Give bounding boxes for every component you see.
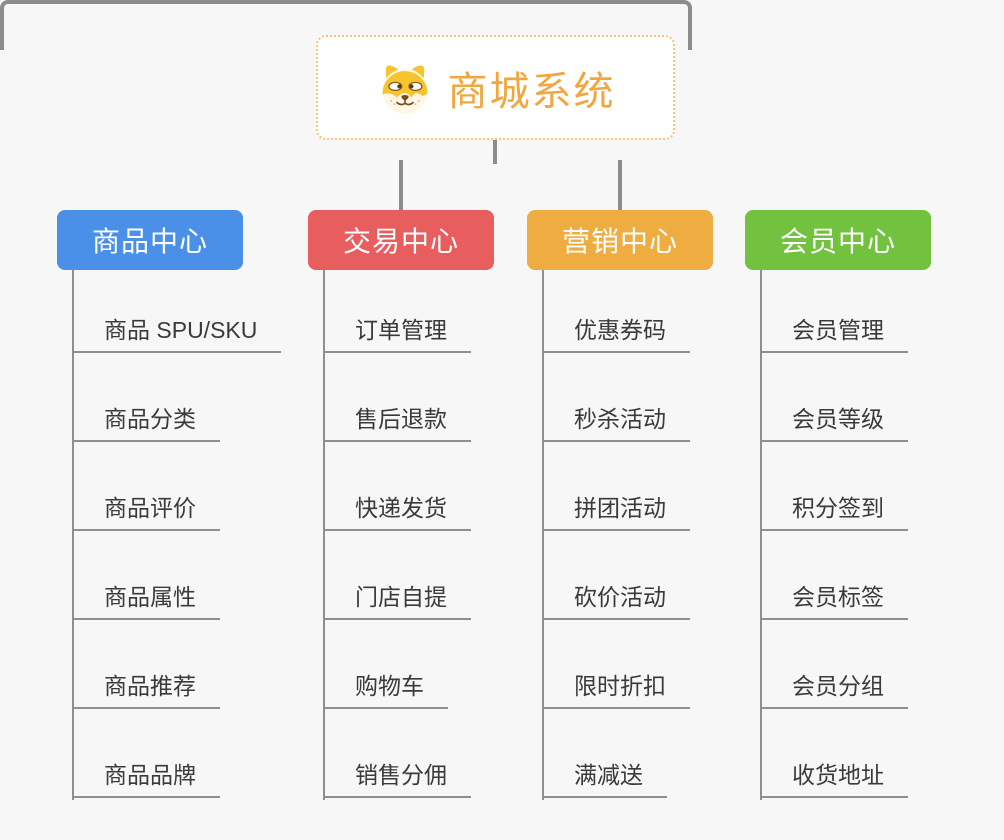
child-node[interactable]: 销售分佣: [323, 757, 471, 798]
child-node[interactable]: 商品品牌: [72, 757, 220, 798]
child-node[interactable]: 会员分组: [760, 668, 908, 709]
child-node[interactable]: 积分签到: [760, 490, 908, 531]
child-node[interactable]: 优惠券码: [542, 312, 690, 353]
child-node[interactable]: 会员管理: [760, 312, 908, 353]
child-node[interactable]: 会员标签: [760, 579, 908, 620]
root-title: 商城系统: [447, 69, 616, 114]
doge-icon: [381, 64, 428, 114]
child-node[interactable]: 订单管理: [323, 312, 471, 353]
child-node[interactable]: 秒杀活动: [542, 401, 690, 442]
child-node[interactable]: 商品分类: [72, 401, 220, 442]
branch-node-trade[interactable]: 交易中心: [308, 210, 494, 270]
child-node[interactable]: 门店自提: [323, 579, 471, 620]
branch-spine: [323, 270, 325, 800]
child-node[interactable]: 商品属性: [72, 579, 220, 620]
child-node[interactable]: 快递发货: [323, 490, 471, 531]
branch-node-member[interactable]: 会员中心: [745, 210, 931, 270]
branch-spine: [72, 270, 74, 800]
branch-spine: [542, 270, 544, 800]
child-node[interactable]: 购物车: [323, 668, 448, 709]
child-node[interactable]: 收货地址: [760, 757, 908, 798]
child-node[interactable]: 满减送: [542, 757, 667, 798]
child-node[interactable]: 商品 SPU/SKU: [72, 312, 282, 353]
branch-node-marketing[interactable]: 营销中心: [527, 210, 713, 270]
connector-drop-trade: [399, 160, 403, 210]
connector-bus: [0, 0, 692, 50]
child-node[interactable]: 限时折扣: [542, 668, 690, 709]
child-node[interactable]: 售后退款: [323, 401, 471, 442]
child-node[interactable]: 商品推荐: [72, 668, 220, 709]
child-node[interactable]: 商品评价: [72, 490, 220, 531]
branch-spine: [760, 270, 762, 800]
child-node[interactable]: 会员等级: [760, 401, 908, 442]
connector-drop-marketing: [618, 160, 622, 210]
connector-root-stem: [493, 140, 497, 164]
child-node[interactable]: 砍价活动: [542, 579, 690, 620]
branch-node-product[interactable]: 商品中心: [57, 210, 243, 270]
child-node[interactable]: 拼团活动: [542, 490, 690, 531]
root-node[interactable]: 商城系统: [316, 35, 675, 140]
